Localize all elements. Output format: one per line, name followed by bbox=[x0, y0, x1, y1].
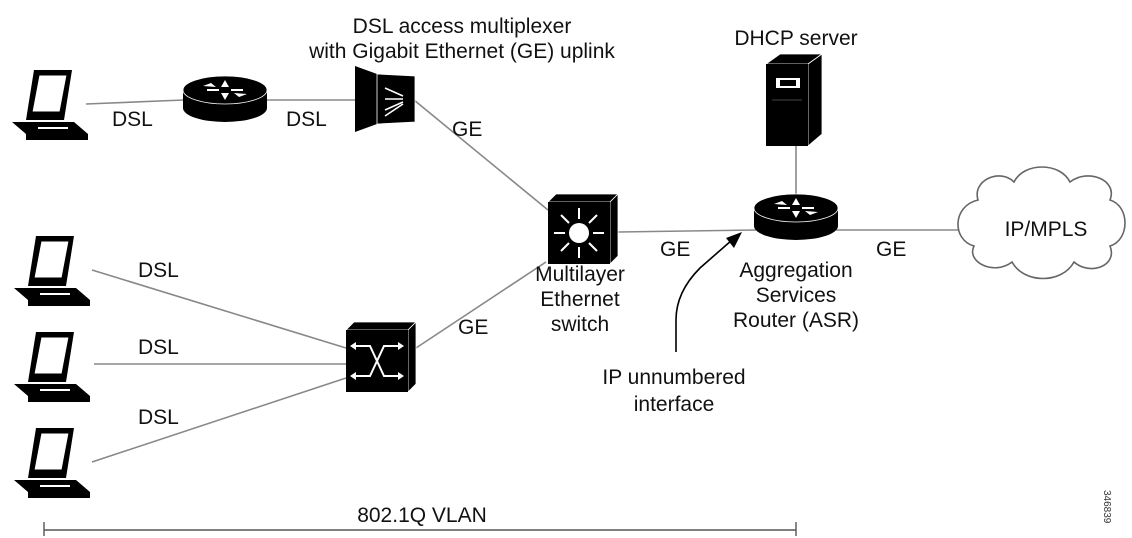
dsl-label: DSL bbox=[138, 336, 179, 359]
switch-label-line2: Ethernet bbox=[540, 288, 620, 311]
links bbox=[85, 99, 962, 463]
ge-label: GE bbox=[876, 238, 907, 261]
link-atm-switch bbox=[415, 261, 547, 349]
dsl-label: DSL bbox=[138, 259, 179, 282]
ge-label: GE bbox=[452, 118, 483, 141]
link-pc4-atm bbox=[91, 377, 347, 463]
link-pc1-router bbox=[85, 99, 185, 105]
dsl-label: DSL bbox=[138, 406, 179, 429]
router-icon bbox=[182, 75, 268, 123]
ip-unnumbered-arrow bbox=[675, 232, 742, 352]
asr-label-line3: Router (ASR) bbox=[732, 309, 860, 332]
dslam-label-line1: DSL access multiplexer bbox=[352, 15, 572, 38]
atm-switch-icon bbox=[345, 321, 417, 393]
dsl-label: DSL bbox=[286, 108, 327, 131]
switch-label-line1: Multilayer bbox=[535, 263, 625, 286]
ge-label: GE bbox=[660, 238, 691, 261]
pc-icon bbox=[13, 331, 91, 403]
router-icon bbox=[753, 193, 839, 241]
server-icon bbox=[765, 53, 823, 147]
cloud-label: IP/MPLS bbox=[1004, 218, 1088, 241]
link-pc2-atm bbox=[91, 269, 347, 349]
multilayer-switch-icon bbox=[547, 193, 619, 265]
ip-unnumbered-label-line1: IP unnumbered bbox=[602, 366, 746, 389]
vlan-span-line bbox=[43, 522, 797, 536]
dhcp-server-label: DHCP server bbox=[734, 27, 858, 50]
dslam-icon bbox=[354, 65, 416, 133]
link-switch-asr bbox=[617, 229, 757, 233]
pc-icon bbox=[13, 427, 91, 499]
switch-label-line3: switch bbox=[550, 313, 610, 336]
dsl-label: DSL bbox=[112, 108, 153, 131]
dslam-label-line2: with Gigabit Ethernet (GE) uplink bbox=[309, 40, 615, 63]
vlan-label: 802.1Q VLAN bbox=[357, 504, 487, 527]
asr-label-line1: Aggregation bbox=[739, 259, 853, 282]
cloud-icon bbox=[957, 166, 1126, 280]
figure-id: 346839 bbox=[1101, 490, 1112, 524]
asr-label-line2: Services bbox=[755, 284, 837, 307]
ge-label: GE bbox=[458, 316, 489, 339]
link-dslam-switch bbox=[413, 99, 549, 211]
pc-icon bbox=[13, 235, 91, 307]
ip-unnumbered-label-line2: interface bbox=[633, 393, 715, 416]
pc-icon bbox=[11, 69, 89, 141]
